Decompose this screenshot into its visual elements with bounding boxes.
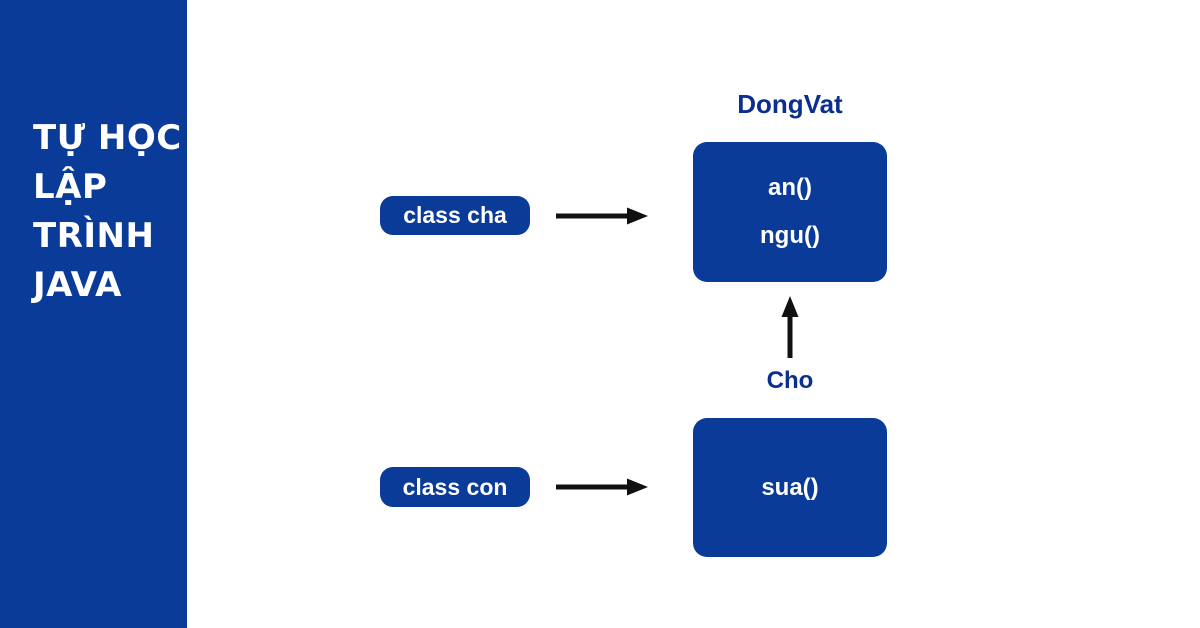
sidebar-title-line-4: JAVA: [33, 265, 122, 305]
child-class-name: Cho: [766, 367, 814, 394]
class-con-pill: class con: [380, 467, 530, 507]
right-arrow-con-to-child-box-icon: [556, 478, 648, 496]
child-method-sua: sua(): [761, 473, 819, 501]
sidebar: TỰ HỌC LẬP TRÌNH JAVA: [0, 0, 187, 628]
up-arrow-child-to-parent-icon: [781, 296, 799, 358]
sidebar-title-line-3: TRÌNH: [33, 216, 155, 256]
parent-method-an: an(): [768, 174, 812, 201]
sidebar-title: TỰ HỌC LẬP TRÌNH JAVA: [33, 114, 182, 310]
parent-class-name: DongVat: [737, 89, 843, 119]
sidebar-title-line-2: LẬP: [33, 167, 108, 207]
parent-method-ngu: ngu(): [760, 222, 820, 249]
right-arrow-cha-to-parent-box-icon: [556, 207, 648, 225]
class-cha-pill: class cha: [380, 196, 530, 235]
sidebar-title-line-1: TỰ HỌC: [33, 118, 182, 158]
parent-class-box: an() ngu(): [693, 142, 887, 282]
child-class-box: sua(): [693, 418, 887, 557]
